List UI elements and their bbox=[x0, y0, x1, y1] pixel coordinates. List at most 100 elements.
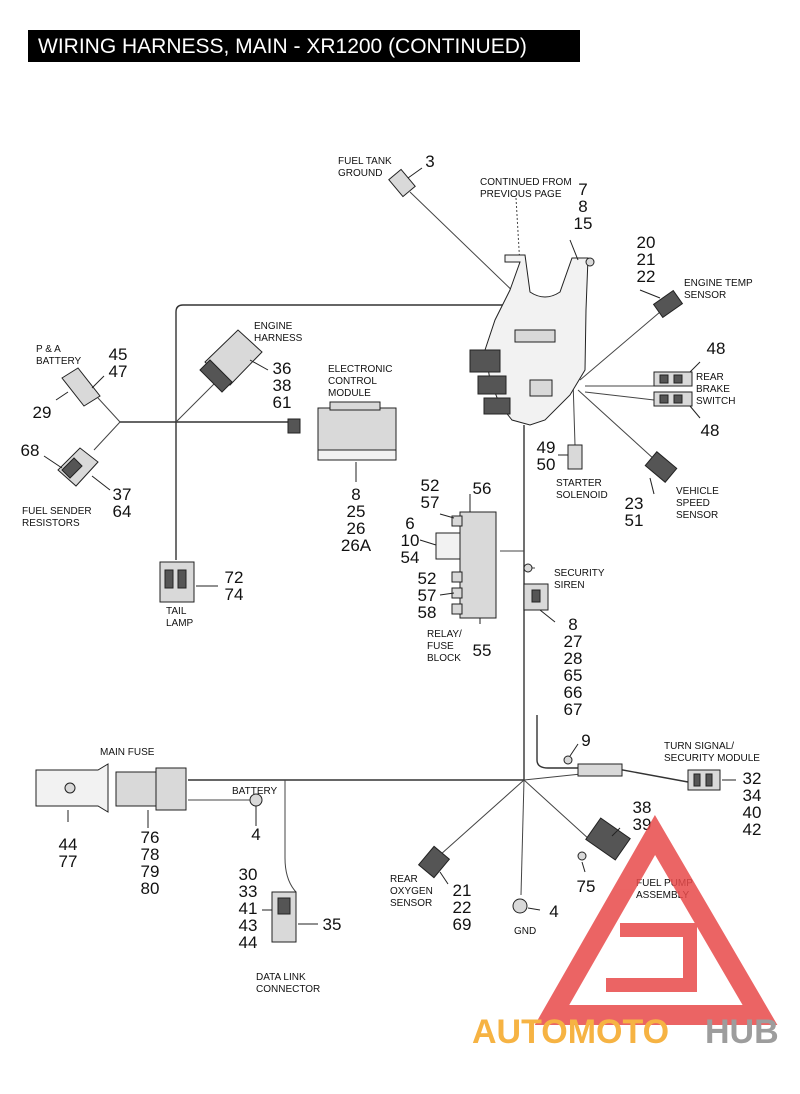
label-ecm-line: ELECTRONIC bbox=[328, 364, 392, 375]
callout-c36-line: 38 bbox=[273, 376, 292, 395]
label-relay-fuse-line: BLOCK bbox=[427, 653, 461, 664]
engine-harness-connector bbox=[199, 329, 263, 393]
callout-c4a-line: 4 bbox=[251, 825, 260, 844]
fuel-pump-connector bbox=[577, 817, 631, 861]
callout-c8b-line: 27 bbox=[564, 632, 583, 651]
callout-c20-line: 22 bbox=[637, 267, 656, 286]
rear-brake-switch-connector bbox=[653, 371, 693, 407]
label-ecm-line: CONTROL bbox=[328, 376, 377, 387]
label-relay-fuse-line: RELAY/ bbox=[427, 629, 462, 640]
callout-c32-line: 42 bbox=[743, 820, 762, 839]
callout-c45-line: 45 bbox=[109, 345, 128, 364]
label-engine-temp-line: SENSOR bbox=[684, 290, 726, 301]
callout-leaders bbox=[43, 167, 736, 925]
callout-c30-line: 44 bbox=[239, 933, 258, 952]
callout-c8b-line: 67 bbox=[564, 700, 583, 719]
callout-c52a-line: 52 bbox=[421, 476, 440, 495]
callout-c56-line: 56 bbox=[473, 479, 492, 498]
callout-c55-line: 55 bbox=[473, 641, 492, 660]
turn-signal-module-connector bbox=[563, 755, 721, 791]
callout-c37-line: 37 bbox=[113, 485, 132, 504]
callout-c30-line: 41 bbox=[239, 899, 258, 918]
starter-solenoid-connector bbox=[567, 444, 583, 470]
vehicle-speed-sensor-connector bbox=[644, 451, 678, 483]
callout-c32-line: 40 bbox=[743, 803, 762, 822]
callout-c49-line: 49 bbox=[537, 438, 556, 457]
callout-c72-line: 74 bbox=[225, 585, 244, 604]
label-fuel-tank-ground-line: FUEL TANK bbox=[338, 156, 392, 167]
relay-fuse-block bbox=[435, 511, 497, 619]
tail-lamp-connector bbox=[159, 561, 195, 603]
callout-c45-line: 47 bbox=[109, 362, 128, 381]
label-fuel-tank-ground-line: GROUND bbox=[338, 168, 382, 179]
label-vss-line: SENSOR bbox=[676, 510, 718, 521]
callout-c8-line: 8 bbox=[351, 485, 360, 504]
callout-c76-line: 78 bbox=[141, 845, 160, 864]
fuel-sender-resistors-connector bbox=[57, 447, 99, 487]
callout-c52b-line: 57 bbox=[418, 586, 437, 605]
callout-c3-line: 3 bbox=[425, 152, 434, 171]
data-link-connector bbox=[271, 891, 297, 943]
label-fuel-pump-line: FUEL PUMP bbox=[636, 878, 693, 889]
callout-c52b-line: 58 bbox=[418, 603, 437, 622]
callout-c7-line: 8 bbox=[578, 197, 587, 216]
callout-c8b-line: 28 bbox=[564, 649, 583, 668]
callout-c21-line: 69 bbox=[453, 915, 472, 934]
callout-c30-line: 33 bbox=[239, 882, 258, 901]
callout-c44-line: 77 bbox=[59, 852, 78, 871]
harness-junction-body bbox=[469, 254, 595, 426]
label-vss-line: VEHICLE bbox=[676, 486, 719, 497]
callout-c8-line: 26 bbox=[347, 519, 366, 538]
callout-c21-line: 22 bbox=[453, 898, 472, 917]
label-starter-line: STARTER bbox=[556, 478, 602, 489]
callout-c7-line: 15 bbox=[574, 214, 593, 233]
security-siren-connector bbox=[523, 563, 549, 611]
callout-c68-line: 68 bbox=[21, 441, 40, 460]
callout-c52a-line: 57 bbox=[421, 493, 440, 512]
callout-c76-line: 80 bbox=[141, 879, 160, 898]
label-continued-line: PREVIOUS PAGE bbox=[480, 189, 562, 200]
callout-c8b-line: 65 bbox=[564, 666, 583, 685]
label-pa-battery-line: BATTERY bbox=[36, 356, 82, 367]
watermark-g-bar bbox=[606, 923, 697, 992]
electronic-control-module bbox=[287, 401, 397, 461]
label-turn-signal-line: SECURITY MODULE bbox=[664, 753, 760, 764]
watermark-triangle bbox=[534, 815, 778, 1025]
label-tail-lamp-line: LAMP bbox=[166, 618, 194, 629]
callout-c8b-line: 66 bbox=[564, 683, 583, 702]
watermark-text-a: AUTOMOTO bbox=[472, 1013, 669, 1051]
callout-c8-line: 25 bbox=[347, 502, 366, 521]
callout-c8b-line: 8 bbox=[568, 615, 577, 634]
label-security-siren-line: SECURITY bbox=[554, 568, 605, 579]
callout-c52b-line: 52 bbox=[418, 569, 437, 588]
label-rear-brake-line: BRAKE bbox=[696, 384, 730, 395]
callout-c36-line: 61 bbox=[273, 393, 292, 412]
page-title: WIRING HARNESS, MAIN - XR1200 (CONTINUED… bbox=[38, 35, 527, 58]
label-battery-line: BATTERY bbox=[232, 786, 278, 797]
watermark-logo: AUTOMOTO HUB bbox=[472, 815, 779, 1051]
label-pa-battery-line: P & A bbox=[36, 344, 61, 355]
harness-wires bbox=[93, 191, 689, 896]
callout-c23-line: 23 bbox=[625, 494, 644, 513]
callout-c20-line: 20 bbox=[637, 233, 656, 252]
pa-battery-connector bbox=[61, 367, 101, 407]
callout-c29-line: 29 bbox=[33, 403, 52, 422]
label-rear-brake-line: REAR bbox=[696, 372, 724, 383]
label-dlc-line: CONNECTOR bbox=[256, 984, 320, 995]
label-engine-harness-line: HARNESS bbox=[254, 333, 303, 344]
callout-c23-line: 51 bbox=[625, 511, 644, 530]
label-continued-line: CONTINUED FROM bbox=[480, 177, 572, 188]
fuel-tank-ground-connector bbox=[388, 168, 416, 198]
callout-c38-line: 39 bbox=[633, 815, 652, 834]
callout-c6-line: 6 bbox=[405, 514, 414, 533]
callout-c49-line: 50 bbox=[537, 455, 556, 474]
label-fuel-sender-line: RESISTORS bbox=[22, 518, 80, 529]
callout-c32-line: 32 bbox=[743, 769, 762, 788]
callout-c6-line: 10 bbox=[401, 531, 420, 550]
callout-c32-line: 34 bbox=[743, 786, 762, 805]
callout-c35-line: 35 bbox=[323, 915, 342, 934]
label-rear-o2-line: SENSOR bbox=[390, 898, 432, 909]
